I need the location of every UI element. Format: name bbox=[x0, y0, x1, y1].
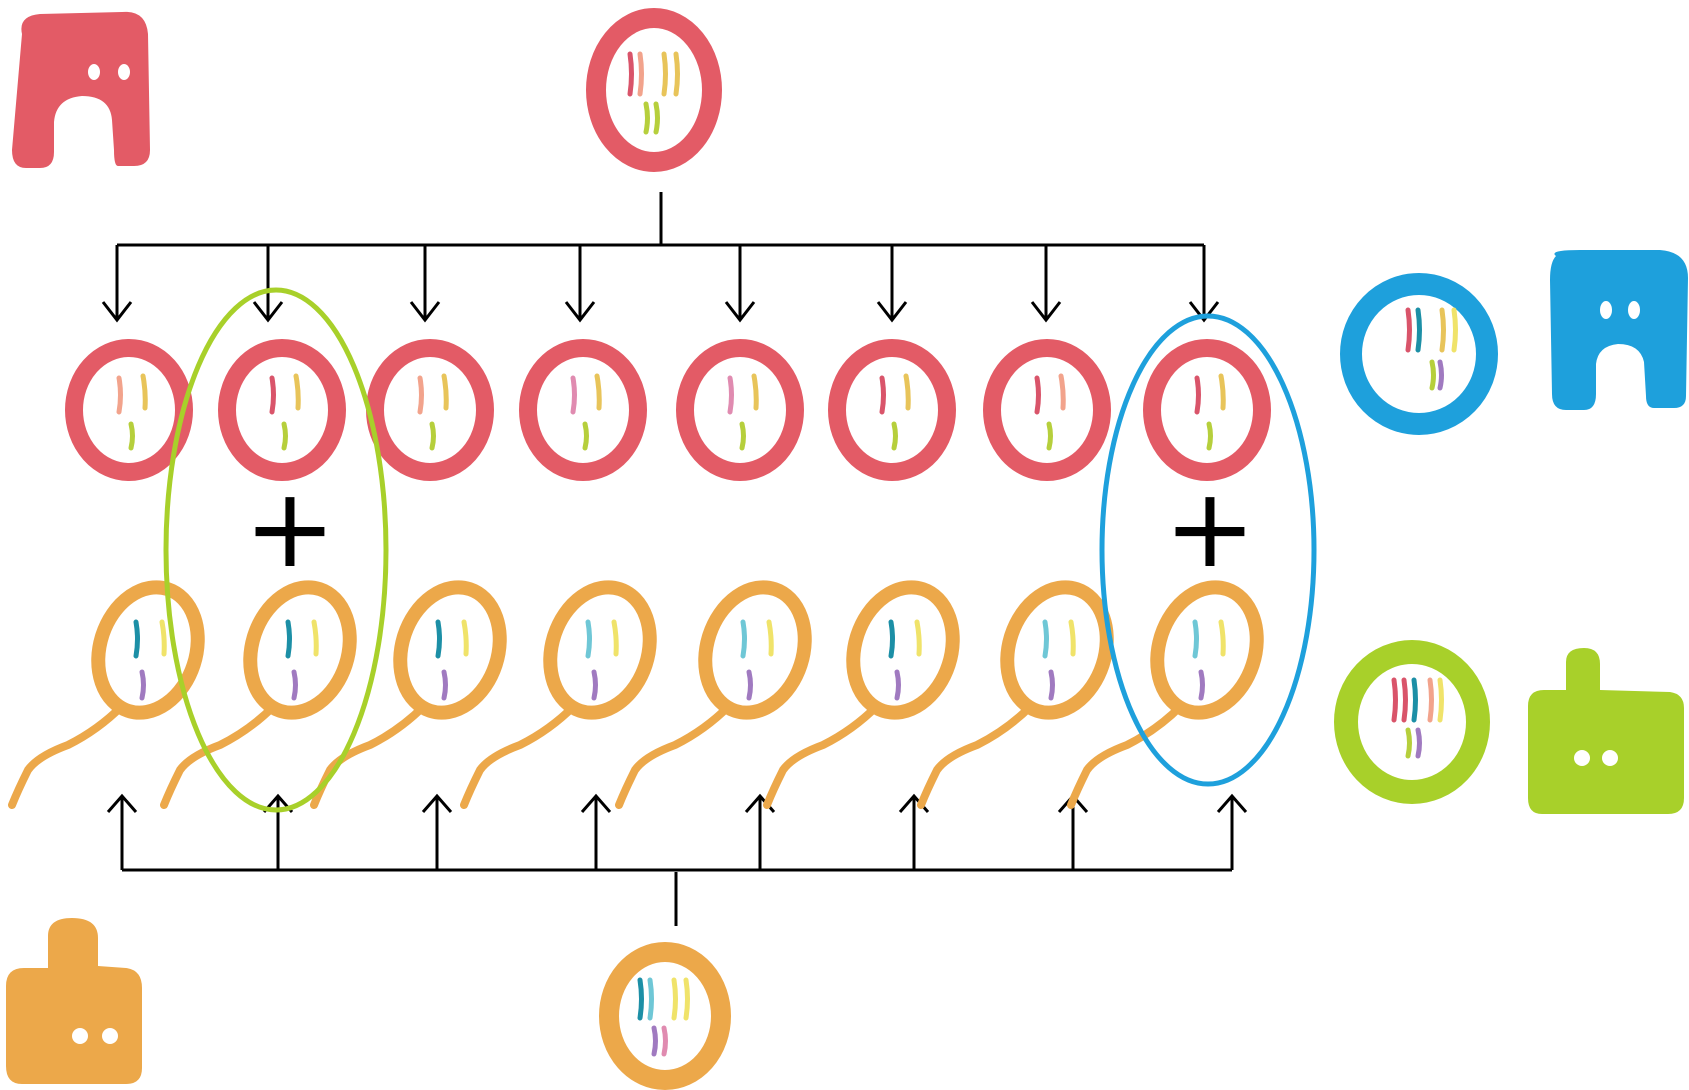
father-cell bbox=[599, 942, 731, 1090]
egg-cell bbox=[366, 339, 494, 481]
father-distribution-lines bbox=[106, 793, 1248, 926]
sperm-row bbox=[8, 580, 1264, 809]
green-creature-icon bbox=[1528, 648, 1684, 814]
egg-cell bbox=[1143, 339, 1271, 481]
sperm-cell bbox=[917, 580, 1114, 809]
sperm-cell bbox=[8, 580, 205, 809]
sperm-cell bbox=[160, 580, 357, 809]
child-b-chromosomes bbox=[1405, 307, 1458, 391]
egg-cell bbox=[828, 339, 956, 481]
father-chromosomes bbox=[637, 977, 690, 1057]
plus-sign-right: + bbox=[1164, 464, 1256, 592]
egg-cell bbox=[519, 339, 647, 481]
father-creature-icon bbox=[6, 918, 142, 1084]
mother-cell bbox=[586, 8, 722, 172]
plus-sign-left: + bbox=[244, 464, 336, 592]
egg-cell bbox=[676, 339, 804, 481]
eggs-row bbox=[65, 339, 1271, 481]
sperm-cell bbox=[615, 580, 812, 809]
blue-oval bbox=[1099, 313, 1317, 787]
mother-distribution-lines bbox=[101, 192, 1220, 323]
egg-cell bbox=[983, 339, 1111, 481]
child-a-chromosomes bbox=[1391, 677, 1444, 759]
mother-chromosomes bbox=[627, 51, 680, 135]
sperm-cell bbox=[460, 580, 657, 809]
egg-cell bbox=[65, 339, 193, 481]
green-oval bbox=[163, 287, 389, 813]
sperm-cell bbox=[1067, 580, 1264, 809]
blue-creature-icon bbox=[1550, 250, 1688, 410]
mother-creature-icon bbox=[12, 11, 150, 168]
child-b-cell bbox=[1340, 273, 1498, 435]
sperm-cell bbox=[763, 580, 960, 809]
child-a-cell bbox=[1334, 640, 1490, 804]
egg-cell bbox=[218, 339, 346, 481]
